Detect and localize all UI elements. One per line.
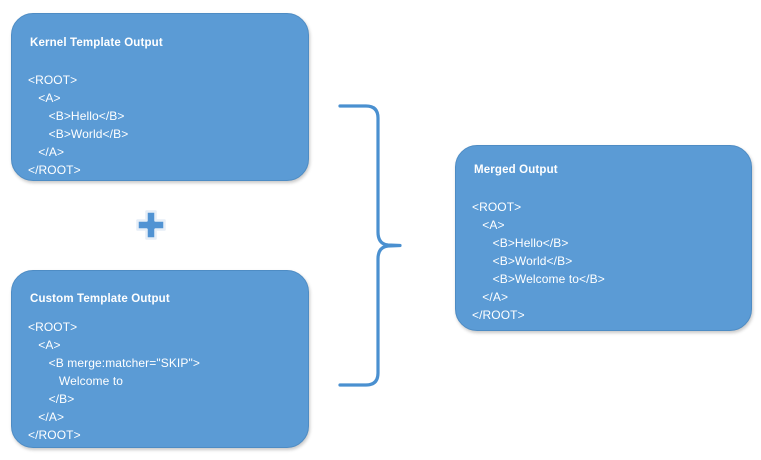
panel-custom-code: <ROOT> <A> <B merge:matcher="SKIP"> Welc…: [28, 320, 200, 442]
panel-kernel-title: Kernel Template Output: [30, 37, 163, 49]
panel-merged-title: Merged Output: [474, 164, 558, 176]
panel-custom-title: Custom Template Output: [30, 293, 170, 305]
right-curly-brace-icon: [330, 95, 420, 400]
panel-kernel-code: <ROOT> <A> <B>Hello</B> <B>World</B> </A…: [28, 73, 129, 177]
panel-custom-template-output: Custom Template Output <ROOT> <A> <B mer…: [11, 270, 309, 448]
panel-kernel-template-output: Kernel Template Output <ROOT> <A> <B>Hel…: [11, 13, 309, 181]
panel-merged-output: Merged Output <ROOT> <A> <B>Hello</B> <B…: [455, 145, 752, 331]
plus-icon: [134, 208, 168, 242]
panel-merged-code: <ROOT> <A> <B>Hello</B> <B>World</B> <B>…: [472, 200, 605, 322]
